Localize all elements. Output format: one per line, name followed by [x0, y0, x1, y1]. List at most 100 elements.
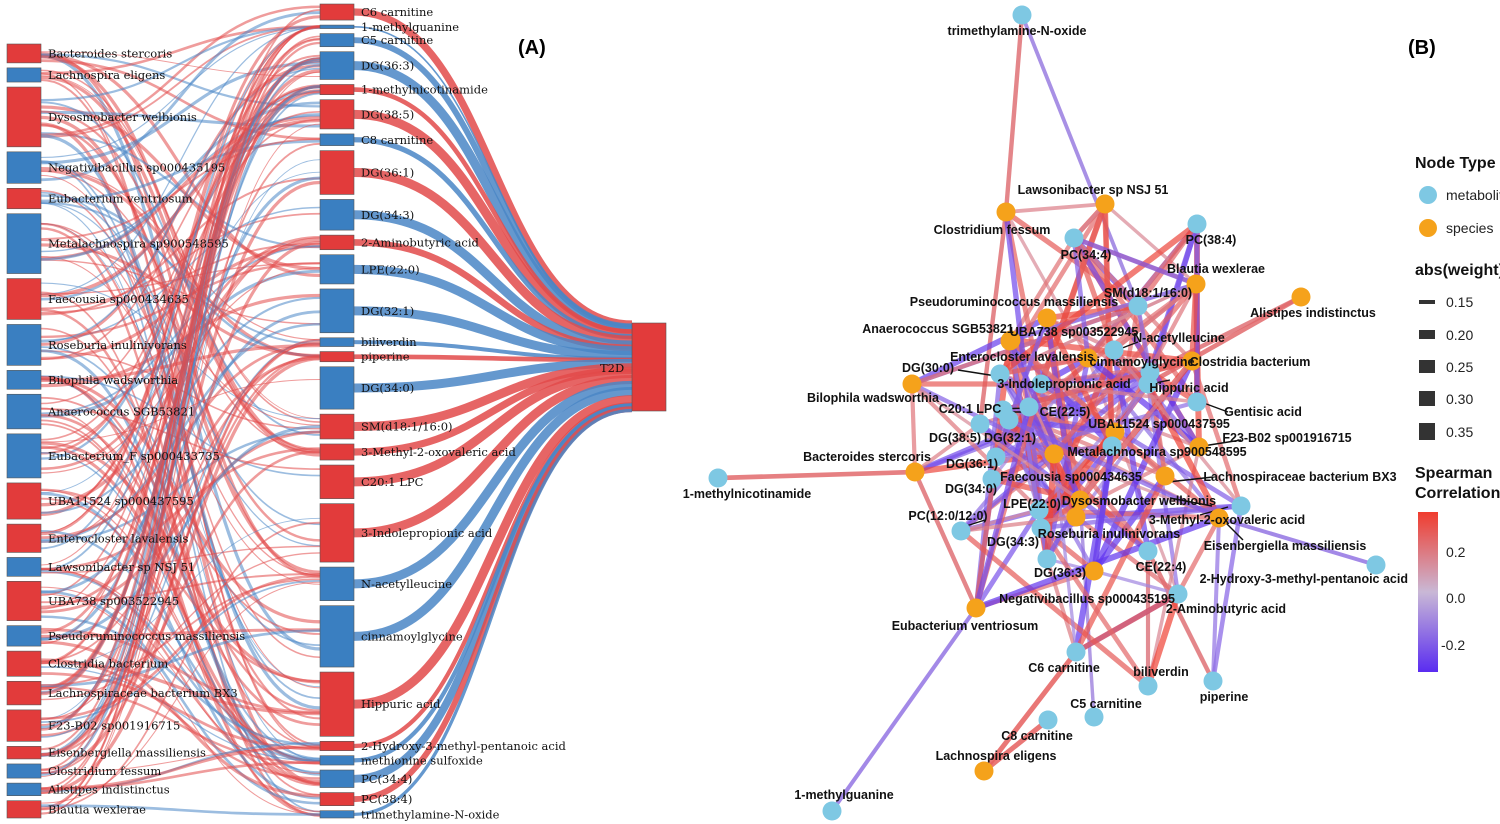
sankey-metabolite-label: C20:1 LPC: [361, 475, 424, 489]
network-edge: [1218, 516, 1377, 567]
network-nodes: [708, 5, 1386, 821]
network-node-label: Bilophila wadsworthia: [807, 391, 940, 405]
sankey-link: [353, 168, 633, 345]
sankey-link: [40, 629, 321, 688]
sankey-link: [40, 26, 321, 550]
network-edge: [1045, 558, 1078, 653]
network-edge: [1189, 283, 1199, 362]
sankey-target-label: T2D: [600, 361, 624, 375]
sankey-metabolite-node: [319, 51, 355, 80]
sankey-link: [40, 167, 321, 341]
sankey-link: [353, 403, 633, 783]
legend-weight-swatch: [1419, 391, 1435, 406]
network-edge: [910, 315, 1049, 387]
network-species-node: [1070, 490, 1090, 510]
sankey-metabolite-node: [319, 755, 355, 766]
network-node-label: 2-Hydroxy-3-methyl-pentanoic acid: [1200, 572, 1408, 586]
sankey-species-label: Eisenbergiella massiliensis: [48, 746, 206, 760]
network-metabolite-node: [1168, 584, 1188, 604]
legend-weight-label: 0.20: [1446, 327, 1473, 343]
network-edge: [1189, 360, 1244, 507]
network-node-label: DG(30:0): [902, 361, 954, 375]
network-metabolite-node: [1187, 214, 1207, 234]
sankey-metabolite-node: [319, 671, 355, 737]
legend-weight-label: 0.35: [1446, 424, 1473, 440]
sankey-species-node: [6, 433, 42, 479]
sankey-metabolite-node: [319, 337, 355, 347]
sankey-metabolite-label: 2-Hydroxy-3-methyl-pentanoic acid: [361, 739, 567, 753]
sankey-metabolite-label: DG(34:3): [361, 208, 414, 222]
network-edge: [982, 718, 1050, 773]
sankey-species-node: [6, 151, 42, 184]
sankey-metabolite-node: [319, 150, 355, 195]
legend-corr-tick: 0.2: [1446, 544, 1466, 560]
sankey-link: [40, 488, 321, 683]
network-metabolite-node: [822, 801, 842, 821]
network-edge: [1145, 593, 1181, 687]
network-edge: [1005, 202, 1106, 214]
network-node-label: PC(38:4): [1186, 233, 1237, 247]
network-edge: [1039, 382, 1243, 508]
sankey-metabolite-node: [319, 464, 355, 499]
network-species-node: [1095, 194, 1115, 214]
network-edge: [998, 221, 1199, 377]
network-metabolite-node: [982, 469, 1002, 489]
sankey-metabolite-label: DG(36:1): [361, 166, 414, 180]
sankey-species-label: Dysosmobacter welbionis: [48, 110, 197, 124]
network-node-label: Dysosmobacter welbionis: [1062, 494, 1216, 508]
sankey-metabolite-node: [319, 769, 355, 788]
network-species-node: [996, 202, 1016, 222]
network-node-label: piperine: [1200, 690, 1249, 704]
label-leader-line: [957, 369, 997, 377]
panel-a-label: (A): [518, 37, 546, 59]
network-metabolite-node: [1019, 397, 1039, 417]
network-metabolite-node: [951, 521, 971, 541]
sankey-species-node: [6, 557, 42, 577]
sankey-link: [40, 530, 321, 761]
legend-weight-title: abs(weight): [1415, 262, 1500, 279]
sankey-link: [40, 9, 321, 771]
sankey-metabolite-label: methionine sulfoxide: [361, 753, 483, 767]
legend-weight-swatch: [1419, 330, 1435, 339]
sankey-link: [40, 615, 321, 747]
legend-weight-swatch: [1419, 360, 1435, 373]
network-edge: [1007, 339, 1083, 502]
network-species-node: [1044, 444, 1064, 464]
legend-weight-label: 0.15: [1446, 294, 1473, 310]
network-node-label: Anaerococcus SGB53821: [862, 322, 1014, 336]
network-node-label: DG(38:5): [929, 431, 981, 445]
network-species-node: [1084, 561, 1104, 581]
network-species-node: [1209, 508, 1229, 528]
network-edge: [910, 382, 1041, 512]
network-edge: [1136, 222, 1199, 308]
network-edge: [911, 382, 1081, 502]
legend-weight-swatch: [1419, 423, 1435, 440]
network-edge: [1113, 382, 1150, 434]
network-edges: [717, 14, 1377, 813]
sankey-metabolite-label: cinnamoylglycine: [361, 629, 463, 643]
sankey-metabolite-label: C5 carnitine: [361, 33, 433, 47]
sankey-link: [353, 61, 633, 334]
sankey-link: [40, 25, 321, 731]
sankey-link: [353, 306, 633, 360]
network-node-label: Lawsonibacter sp NSJ 51: [1018, 183, 1169, 197]
sankey-metabolite-label: C6 carnitine: [361, 5, 433, 19]
sankey-metabolite-label: 2-Aminobutyric acid: [361, 235, 480, 249]
network-species-node: [1000, 331, 1020, 351]
network-species-node: [1182, 351, 1202, 371]
sankey-metabolite-node: [319, 24, 355, 29]
sankey-species-label: Enterocloster lavalensis: [48, 531, 189, 545]
sankey-species-node: [6, 67, 42, 83]
network-node-label: 3-Methyl-2-oxovaleric acid: [1149, 513, 1305, 527]
network-edge: [913, 422, 982, 474]
legend-metabolite-swatch: [1419, 186, 1437, 204]
sankey-link: [353, 386, 633, 641]
sankey-metabolite-node: [319, 33, 355, 48]
network-edge: [1073, 474, 1168, 654]
network-edge: [1175, 516, 1222, 596]
sankey-species-label: Metalachnospira sp900548595: [48, 237, 229, 251]
sankey-link: [353, 137, 633, 340]
legend-corr-colorbar: [1418, 512, 1438, 672]
